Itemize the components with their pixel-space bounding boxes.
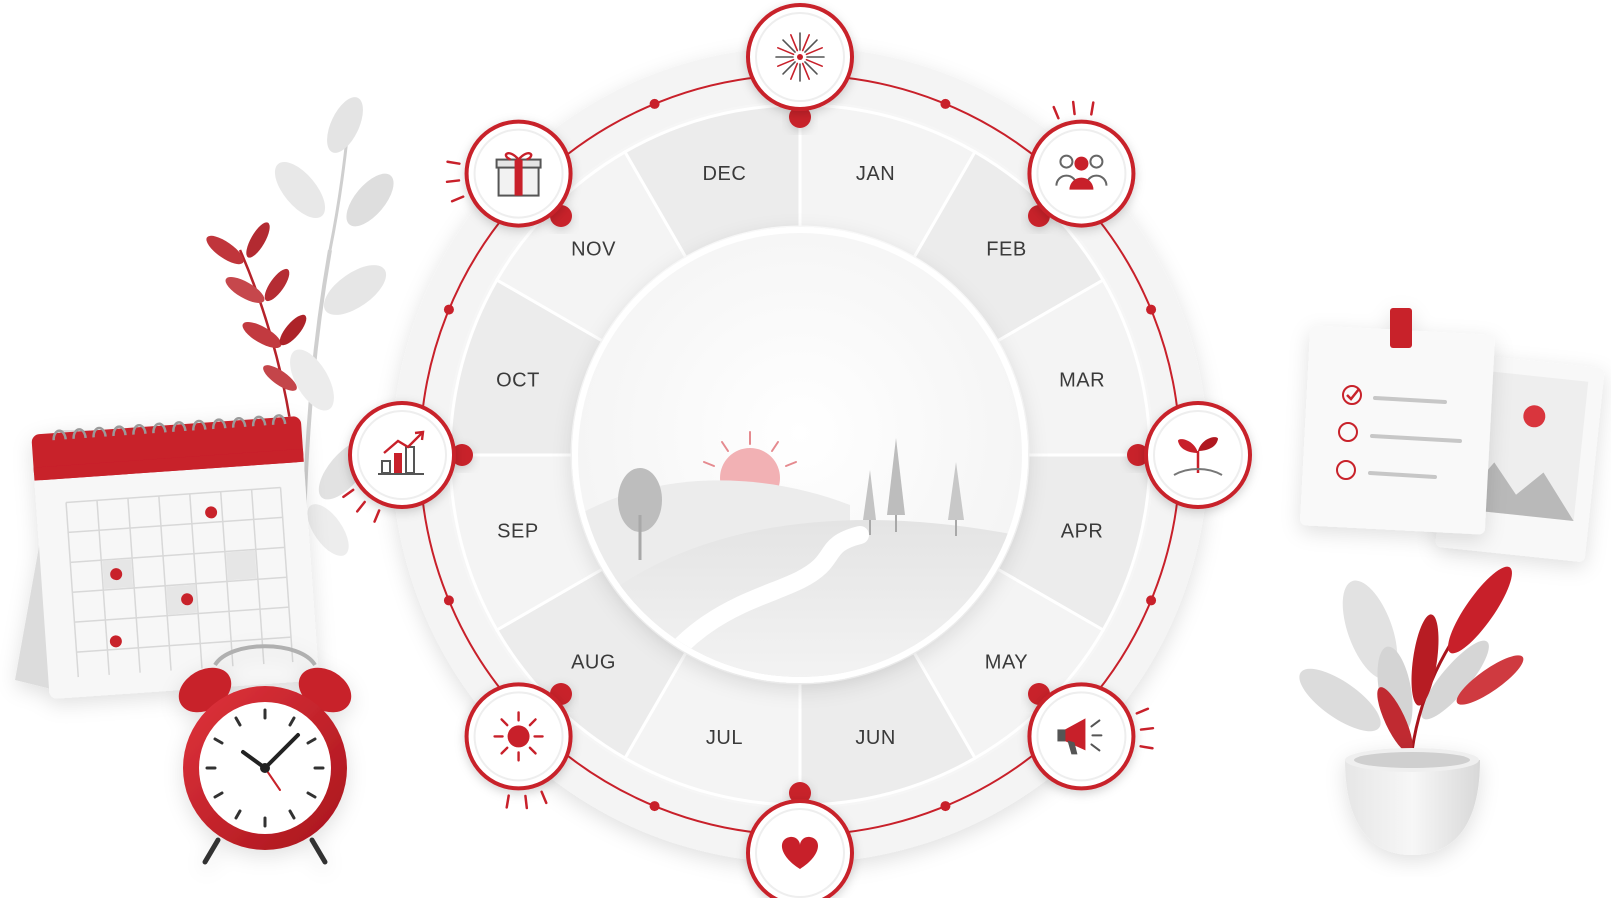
checklist-note-decoration bbox=[1300, 308, 1495, 535]
badge-accent-ticks bbox=[342, 488, 381, 523]
milestone-sprout[interactable] bbox=[1127, 401, 1252, 509]
milestone-heart[interactable] bbox=[746, 782, 854, 898]
badge-accent-ticks bbox=[445, 160, 465, 203]
milestone-knob bbox=[789, 782, 811, 804]
milestone-knob bbox=[1127, 444, 1149, 466]
milestone-fireworks[interactable] bbox=[746, 3, 854, 128]
badge-accent-ticks bbox=[1052, 100, 1095, 120]
sprout-icon bbox=[1173, 437, 1223, 476]
month-label-jun: JUN bbox=[855, 727, 895, 749]
month-label-may: MAY bbox=[985, 651, 1028, 673]
badge-accent-ticks bbox=[1135, 707, 1155, 750]
milestone-knob bbox=[451, 444, 473, 466]
month-label-jul: JUL bbox=[706, 727, 743, 749]
track-dot bbox=[649, 98, 660, 109]
month-label-oct: OCT bbox=[496, 369, 540, 391]
month-label-sep: SEP bbox=[497, 521, 539, 543]
leafy-branch-decoration bbox=[206, 97, 394, 661]
track-dot bbox=[1146, 595, 1157, 606]
badge-accent-ticks bbox=[505, 790, 548, 810]
desk-calendar-decoration bbox=[15, 414, 319, 699]
month-label-aug: AUG bbox=[571, 651, 616, 673]
milestone-megaphone[interactable] bbox=[1027, 682, 1155, 791]
milestone-gift[interactable] bbox=[445, 119, 573, 228]
month-label-feb: FEB bbox=[986, 239, 1026, 261]
milestone-team[interactable] bbox=[1027, 100, 1136, 228]
milestone-badge bbox=[1027, 119, 1136, 228]
month-label-apr: APR bbox=[1061, 521, 1104, 543]
month-label-mar: MAR bbox=[1059, 369, 1105, 391]
track-dot bbox=[940, 801, 951, 812]
alarm-clock-decoration bbox=[178, 644, 352, 865]
month-label-jan: JAN bbox=[856, 163, 895, 185]
track-dot bbox=[443, 304, 454, 315]
milestone-growth-chart[interactable] bbox=[342, 401, 473, 523]
potted-plant-decoration bbox=[1299, 566, 1524, 855]
month-wheel: JAN FEB MAR APR MAY JUN JUL AUG SEP OCT NOV DEC bbox=[392, 47, 1208, 863]
megaphone-icon bbox=[1057, 718, 1103, 755]
track-dot bbox=[443, 595, 454, 606]
team-icon bbox=[1055, 154, 1108, 190]
track-dot bbox=[649, 801, 660, 812]
growth-chart-icon bbox=[378, 430, 425, 475]
gift-icon bbox=[495, 152, 542, 197]
milestone-sun[interactable] bbox=[464, 682, 573, 810]
fireworks-icon bbox=[775, 32, 825, 82]
track-dot bbox=[940, 98, 951, 109]
milestone-knob bbox=[789, 106, 811, 128]
month-label-dec: DEC bbox=[703, 163, 747, 185]
heart-icon bbox=[781, 836, 819, 869]
track-dot bbox=[1146, 304, 1157, 315]
month-label-nov: NOV bbox=[571, 239, 616, 261]
sun-icon bbox=[493, 711, 544, 762]
